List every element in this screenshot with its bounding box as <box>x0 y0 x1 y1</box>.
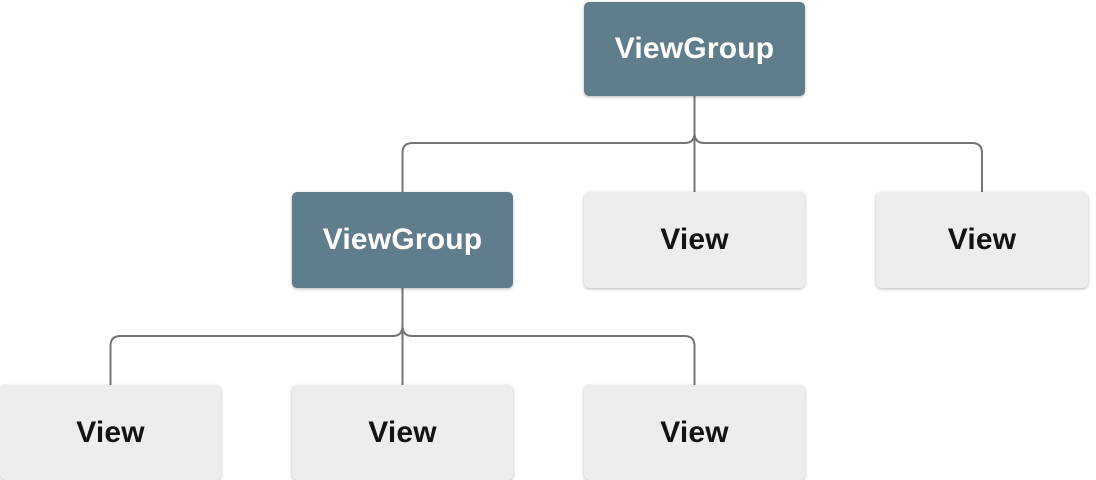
edge-viewgroup-child-to-view-b1 <box>109 288 404 385</box>
node-view-bottom-right: View <box>584 385 805 480</box>
node-root-viewgroup-label: ViewGroup <box>614 32 775 65</box>
node-view-bottom-right-label: View <box>660 415 729 449</box>
edge-viewgroup-child-to-view-b3 <box>401 288 696 385</box>
node-view-right-label: View <box>947 223 1017 256</box>
node-view-mid: View <box>584 192 805 288</box>
edge-root-to-viewgroup-child <box>401 96 696 192</box>
node-view-right: View <box>876 192 1088 288</box>
node-child-viewgroup: ViewGroup <box>292 192 513 288</box>
node-view-bottom-left: View <box>0 385 221 480</box>
node-child-viewgroup-label: ViewGroup <box>322 223 483 256</box>
node-view-bottom-mid: View <box>292 385 513 480</box>
node-root-viewgroup: ViewGroup <box>584 2 805 96</box>
edge-root-to-view-right <box>693 96 983 192</box>
node-view-mid-label: View <box>660 223 729 256</box>
node-view-bottom-mid-label: View <box>368 415 437 449</box>
node-view-bottom-left-label: View <box>76 415 145 449</box>
